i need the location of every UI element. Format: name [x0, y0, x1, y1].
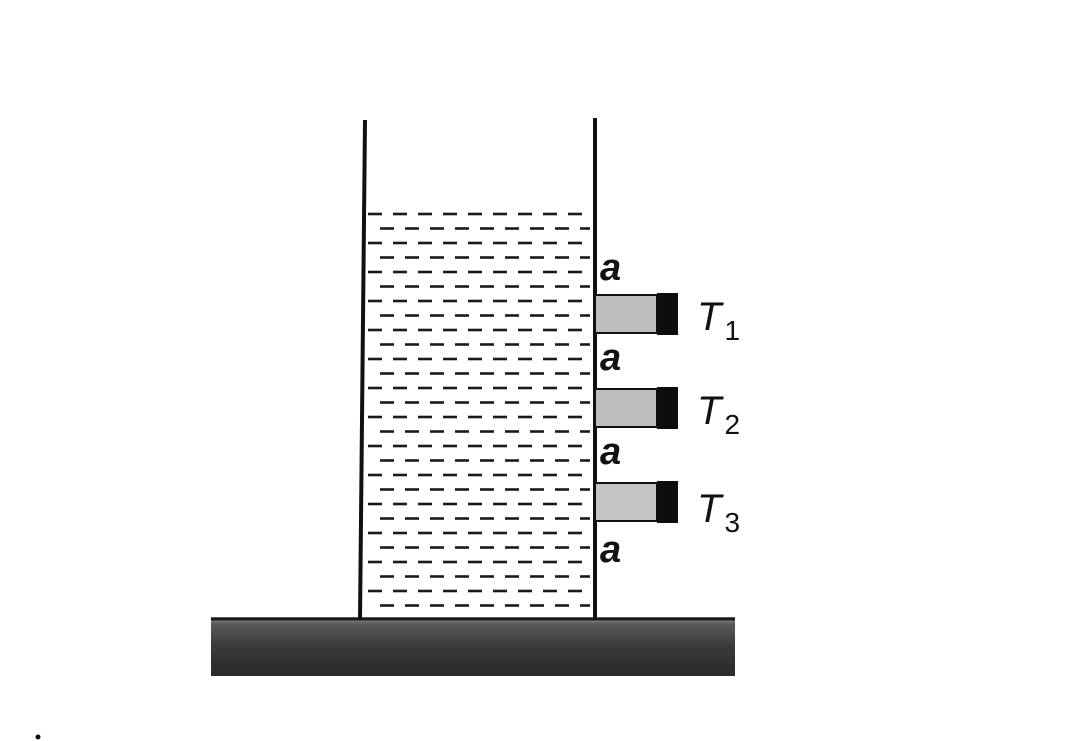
ground-slab [211, 617, 735, 676]
tube-label-2-name: T [697, 389, 724, 433]
tube-1 [594, 293, 678, 335]
gap-label-4: a [600, 529, 621, 571]
gap-label-2: a [600, 337, 621, 379]
tube-label-1-sub: 1 [724, 315, 740, 346]
liquid-column [368, 212, 590, 607]
tube-2 [594, 387, 678, 429]
tube-3 [594, 481, 678, 523]
tube-label-1-name: T [697, 295, 724, 339]
gap-label-3: a [600, 431, 621, 473]
stray-dot [35, 734, 41, 740]
gap-label-1: a [600, 247, 621, 289]
tube-label-3-sub: 3 [724, 507, 740, 538]
container-left-wall [358, 119, 367, 621]
tube-label-2-sub: 2 [724, 409, 740, 440]
tube-label-3-name: T [697, 487, 724, 531]
